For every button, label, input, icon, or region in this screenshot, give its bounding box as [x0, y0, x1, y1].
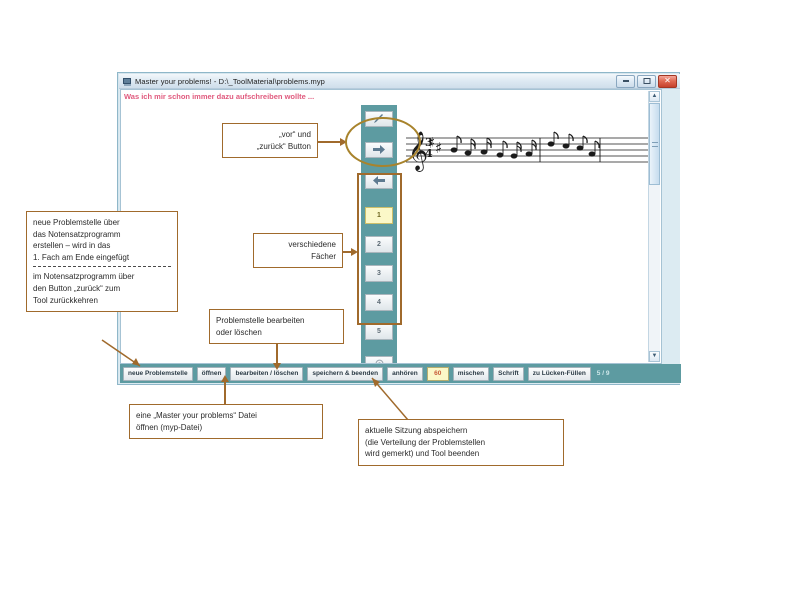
annotation-line: neue Problemstelle über [33, 218, 120, 227]
close-icon: ✕ [664, 76, 671, 85]
annotation-line: eine „Master your problems“ Datei [136, 411, 257, 420]
subject-button-1[interactable]: 1 [365, 207, 393, 224]
tempo-input[interactable]: 60 [426, 366, 449, 381]
svg-text:3: 3 [425, 136, 433, 149]
window-title: Master your problems! - D:\_ToolMaterial… [135, 76, 325, 86]
vertical-scrollbar[interactable]: ▲ ▼ [648, 91, 660, 362]
vertical-scroll-thumb[interactable] [649, 103, 660, 185]
annotation-line: (die Verteilung der Problemstellen [365, 437, 486, 447]
annotation-neue-problemstelle: neue Problemstelle über das Notensatzpro… [26, 211, 178, 313]
subject-button-2[interactable]: 2 [365, 236, 393, 253]
connector-arrow-bearbeiten [272, 363, 281, 370]
annotation-line: aktuelle Sitzung abspeichern [365, 426, 468, 435]
app-icon [123, 77, 132, 86]
gap-fill-button[interactable]: zu Lücken-Füllen [527, 366, 591, 381]
title-bar[interactable]: Master your problems! - D:\_ToolMaterial… [119, 74, 680, 89]
save-and-quit-button[interactable]: speichern & beenden [307, 366, 384, 381]
annotation-line: öffnen (myp-Datei) [136, 422, 203, 432]
minimize-button[interactable] [616, 74, 635, 88]
annotation-line: erstellen – wird in das [33, 241, 111, 251]
annotation-line: verschiedene [288, 240, 336, 249]
music-staff[interactable]: 𝄞 ♯ ♯ 3 4 [406, 126, 658, 174]
annotation-vor-zurueck: „vor“ und „zurück“ Button [222, 123, 318, 159]
scroll-up-arrow[interactable]: ▲ [649, 91, 660, 102]
shuffle-button[interactable]: mischen [452, 366, 490, 381]
connector-vor-zurueck [318, 141, 340, 143]
music-notation-svg: 𝄞 ♯ ♯ 3 4 [406, 131, 658, 172]
font-button[interactable]: Schrift [493, 366, 524, 381]
connector-arrow-vor-zurueck [340, 137, 347, 146]
annotation-line: im Notensatzprogramm über [33, 272, 135, 282]
annotation-line: Problemstelle bearbeiten [216, 316, 305, 325]
arrow-left-icon [373, 176, 385, 185]
close-button[interactable]: ✕ [658, 74, 677, 88]
document-header-text: Was ich mir schon immer dazu aufschreibe… [124, 92, 315, 101]
page-counter: 5 / 9 [596, 370, 610, 377]
client-area: Was ich mir schon immer dazu aufschreibe… [119, 89, 681, 384]
annotation-line: „zurück“ Button [256, 141, 311, 151]
svg-text:♯: ♯ [428, 134, 435, 152]
subject-button-4[interactable]: 4 [365, 294, 393, 311]
connector-bearbeiten [276, 341, 278, 363]
annotation-line: oder löschen [216, 327, 262, 337]
listen-button[interactable]: anhören [387, 366, 423, 381]
maximize-button[interactable] [637, 74, 656, 88]
annotation-divider [33, 266, 171, 268]
svg-text:♯: ♯ [435, 139, 442, 157]
subject-button-3[interactable]: 3 [365, 265, 393, 282]
connector-speichern [371, 377, 409, 421]
connector-neue-problemstelle [101, 339, 141, 367]
annotation-line: das Notensatzprogramm [33, 229, 121, 239]
annotation-verschiedene-faecher: verschiedene Fächer [253, 233, 343, 269]
scroll-down-arrow[interactable]: ▼ [649, 351, 660, 362]
annotation-line: Fächer [311, 251, 336, 261]
faecher-highlight-rectangle [357, 173, 402, 325]
connector-arrow-faecher [351, 247, 358, 256]
edit-delete-button[interactable]: bearbeiten / löschen [230, 366, 304, 381]
bottom-toolbar: neue Problemstelle öffnen bearbeiten / l… [120, 364, 681, 383]
annotation-speichern-beenden: aktuelle Sitzung abspeichern (die Vertei… [358, 419, 564, 466]
annotation-line: wird gemerkt) und Tool beenden [365, 449, 480, 459]
maximize-icon [643, 78, 650, 84]
annotation-line: Tool zurückkehren [33, 295, 98, 305]
vor-zurueck-highlight-ellipse [345, 117, 421, 167]
annotation-line: den Button „zurück“ zum [33, 283, 121, 293]
connector-oeffnen [224, 382, 226, 404]
connector-faecher [343, 251, 351, 253]
settings-button[interactable] [365, 356, 393, 363]
application-window: Master your problems! - D:\_ToolMaterial… [117, 72, 681, 385]
subject-button-5[interactable]: 5 [365, 323, 393, 340]
annotation-line: „vor“ und [278, 130, 311, 139]
open-button[interactable]: öffnen [196, 366, 227, 381]
annotation-bearbeiten-loeschen: Problemstelle bearbeiten oder löschen [209, 309, 344, 345]
svg-text:4: 4 [425, 147, 433, 160]
annotation-line: 1. Fach am Ende eingefügt [33, 252, 130, 262]
gear-icon [375, 359, 383, 363]
annotation-oeffnen: eine „Master your problems“ Datei öffnen… [129, 404, 323, 440]
minimize-icon [622, 80, 629, 82]
new-problem-button[interactable]: neue Problemstelle [123, 366, 193, 381]
connector-arrow-oeffnen [220, 375, 229, 382]
